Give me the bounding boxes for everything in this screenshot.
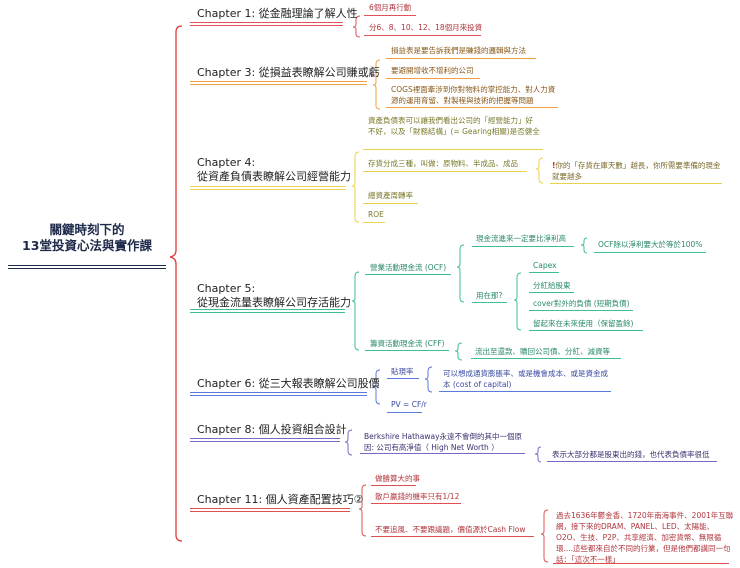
ocf-item-2[interactable]: 用在那? [476, 291, 503, 300]
cff-item[interactable]: 流出至還款、贖回公司債、分紅、減資等 [475, 347, 610, 356]
chapter-1-underline [190, 22, 343, 26]
chapter-5-topic[interactable]: Chapter 5: 從現金流量表瞭解公司存活能力 [197, 282, 351, 310]
ch3-item-3[interactable]: COGS裡面牽涉到你對物料的掌控能力、對人力資源的運用育留、對製程與技術的把握等… [391, 85, 556, 105]
ch11-item-3[interactable]: 不要追風、不要跟議題，價值源於Cash Flow [375, 525, 526, 534]
ch3-item-1[interactable]: 損益表是要告訴我們是賺錢的邏輯與方法 [391, 46, 526, 55]
chapter-3-underline [190, 81, 367, 85]
ch4-item-4[interactable]: ROE [368, 210, 384, 219]
ch11-item-1[interactable]: 做勝算大的事 [375, 474, 420, 483]
root-underline [8, 265, 166, 269]
ch4-item-1[interactable]: 資產負債表可以讓我們看出公司的「經營能力」好不好，以及「財務結構」(= Gear… [368, 116, 540, 136]
chapter-4-underline [190, 186, 346, 190]
ch3-item-2[interactable]: 要避開增收不增利的公司 [391, 66, 474, 75]
exclamation-icon: ! [552, 161, 556, 170]
ocf-note[interactable]: OCF除以淨利要大於等於100% [598, 240, 703, 249]
ch8-item[interactable]: Berkshire Hathaway永遠不會倒的其中一個原因: 公司有高淨值（ … [364, 432, 523, 452]
root-title-line2: 13堂投資心法與實作課 [22, 238, 152, 253]
chapter-4-title-line2: 從資產負債表瞭解公司經營能力 [197, 170, 351, 183]
chapter-3-topic[interactable]: Chapter 3: 從損益表瞭解公司賺或虧 [197, 66, 380, 79]
root-topic[interactable]: 關鍵時刻下的 13堂投資心法與實作課 [8, 222, 166, 254]
ch8-note[interactable]: 表示大部分都是股東出的錢，也代表負債率很低 [552, 450, 710, 459]
ch4-item-3[interactable]: 總資產周轉率 [368, 191, 413, 200]
chapter-6-topic[interactable]: Chapter 6: 從三大報表瞭解公司股價 [197, 377, 380, 390]
ch1-item-2[interactable]: 分6、8、10、12、18個月來投資 [369, 23, 483, 32]
discount-rate-note[interactable]: 可以想成通貨膨脹率、或是機會成本、或是資金成本 (cost of capital… [443, 369, 608, 389]
ocf-topic[interactable]: 營業活動現金流 (OCF) [370, 263, 447, 272]
use-item-3[interactable]: cover對外的負債 (短期負債) [533, 299, 630, 308]
use-item-1[interactable]: Capex [533, 261, 557, 270]
ch4-note[interactable]: !你的「存貨在庫天數」越長，你所需要準備的現金就要越多 [552, 161, 721, 181]
chapter-5-title-line2: 從現金流量表瞭解公司存活能力 [197, 296, 351, 309]
root-title-line1: 關鍵時刻下的 [49, 222, 125, 237]
cff-topic[interactable]: 籌資活動現金流 (CFF) [370, 339, 445, 348]
chapter-4-title-line1: Chapter 4: [197, 156, 256, 169]
use-item-4[interactable]: 留起來在未來使用（保留盈餘) [533, 319, 634, 328]
ch11-note[interactable]: 過去1636年鬱金香、1720年南海事件、2001年互聯網，接下來的DRAM、P… [556, 511, 734, 564]
ch4-item-2[interactable]: 存貨分成三種，叫做：原物料、半成品、成品 [368, 159, 518, 168]
chapter-5-underline [190, 309, 345, 313]
chapter-1-topic[interactable]: Chapter 1: 從金融理論了解人性 [197, 7, 358, 20]
main-brace [169, 25, 183, 542]
chapter-11-underline [190, 508, 350, 512]
pv-formula-item[interactable]: PV = CF/r [391, 400, 427, 409]
chapter-11-topic[interactable]: Chapter 11: 個人資產配置技巧② [197, 493, 364, 506]
ch1-item-1[interactable]: 6個月再行動 [369, 3, 412, 12]
chapter-5-title-line1: Chapter 5: [197, 282, 256, 295]
chapter-6-underline [190, 392, 367, 396]
ocf-item-1[interactable]: 現金流進來一定要比淨利高 [476, 234, 566, 243]
use-item-2[interactable]: 分紅給股東 [533, 281, 571, 290]
discount-rate-item[interactable]: 貼現率 [391, 367, 414, 376]
chapter-8-underline [190, 438, 340, 442]
chapter-4-topic[interactable]: Chapter 4: 從資產負債表瞭解公司經營能力 [197, 156, 351, 184]
chapter-8-topic[interactable]: Chapter 8: 個人投資組合設計 [197, 423, 347, 436]
ch11-item-2[interactable]: 散戶贏錢的機率只有1/12 [375, 492, 460, 501]
